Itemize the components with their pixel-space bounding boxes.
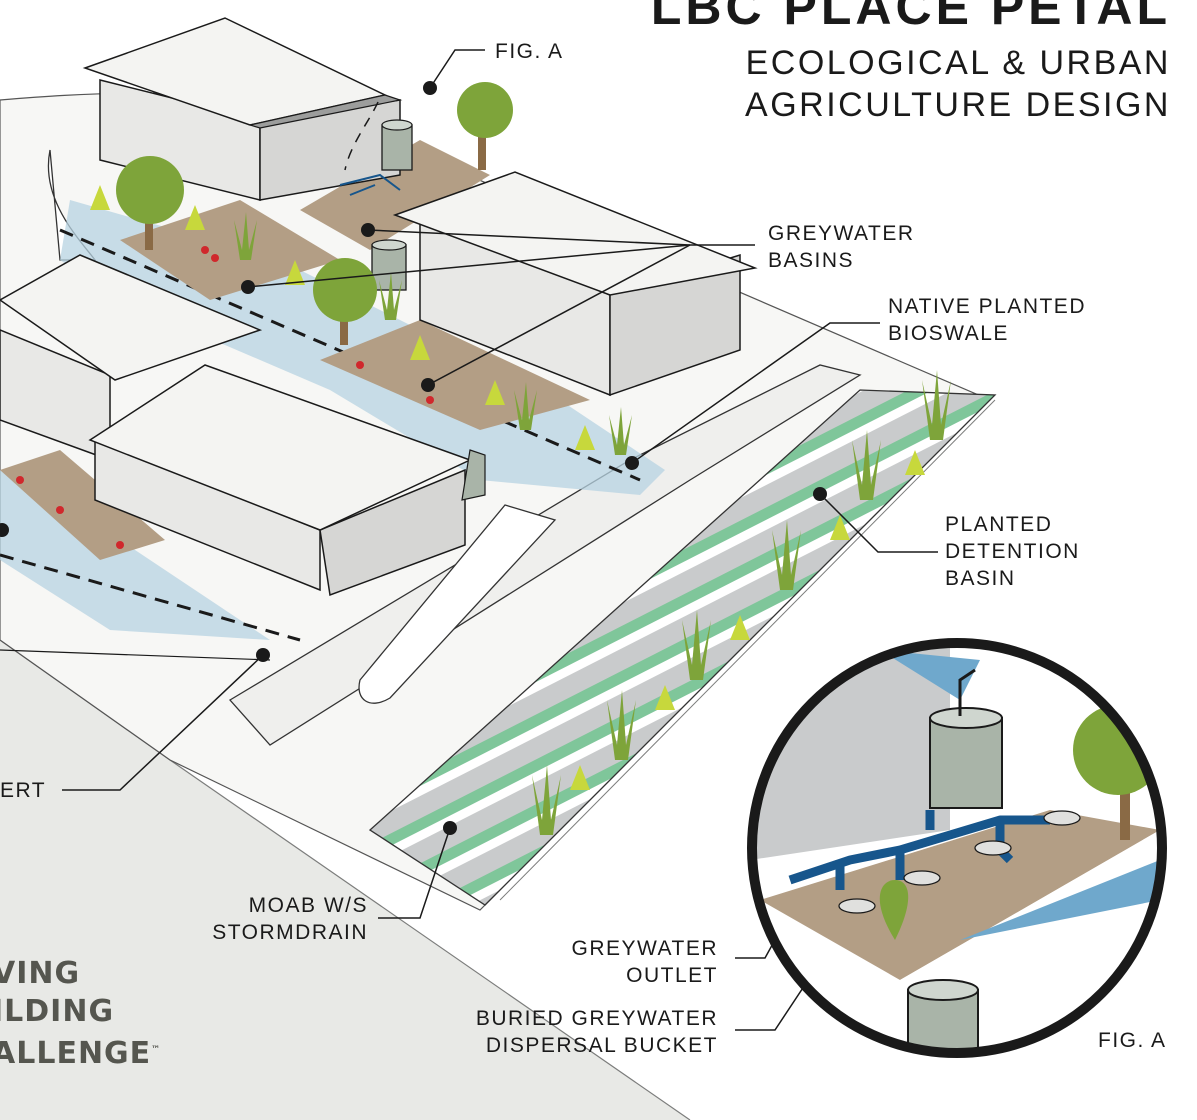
outlet-line-1: GREYWATER: [571, 937, 718, 960]
detention-line-2: DETENTION: [945, 540, 1080, 563]
bucket-line-2: DISPERSAL BUCKET: [485, 1034, 718, 1057]
fig-a-inset-label: FIG. A: [1098, 1029, 1167, 1052]
planted-detention-basin-label: PLANTED DETENTION BASIN: [945, 511, 1080, 592]
tree-1: [457, 82, 513, 170]
page-title: LBC PLACE PETAL: [650, 0, 1171, 35]
callout-dots: [0, 81, 827, 835]
buried-bucket-label: BURIED GREYWATER DISPERSAL BUCKET: [440, 1005, 718, 1059]
logo-line-3-text: ALLENGE: [0, 1036, 152, 1071]
logo-line-2: ILDING: [0, 994, 115, 1029]
greywater-basins-label: GREYWATER BASINS: [768, 220, 915, 274]
logo-line-1: VING: [0, 956, 81, 991]
house-right: [392, 171, 758, 397]
rain-tank-1: [381, 119, 413, 171]
rain-tank-2: [371, 239, 407, 291]
native-planted-bioswale-label: NATIVE PLANTED BIOSWALE: [888, 293, 1086, 347]
subtitle-line-2: AGRICULTURE DESIGN: [745, 86, 1171, 124]
greywater-pipe: [339, 173, 401, 196]
tree-2: [116, 156, 184, 250]
detention-line-3: BASIN: [945, 567, 1016, 590]
moab-stormdrain-label: MOAB W/S STORMDRAIN: [198, 892, 368, 946]
logo-trademark: ™: [151, 1045, 162, 1055]
detention-line-1: PLANTED: [945, 513, 1053, 536]
outlet-line-2: OUTLET: [626, 964, 718, 987]
bioswale-line-2: BIOSWALE: [888, 322, 1009, 345]
logo-line-3: ALLENGE™: [0, 1031, 161, 1073]
stormdrain-line-2: STORMDRAIN: [212, 921, 368, 944]
greywater-outlet-label: GREYWATER OUTLET: [540, 935, 718, 989]
planter-beds: [0, 140, 590, 560]
fig-a-inset: [747, 638, 1167, 1058]
subtitle-line-1: ECOLOGICAL & URBAN: [745, 44, 1171, 82]
living-building-challenge-logo: VING ILDING ALLENGE™: [0, 955, 161, 1073]
house-left: [0, 254, 263, 462]
curb-cut-label: ERT: [0, 779, 47, 802]
berry-plants: [16, 246, 434, 549]
house-bottom: [88, 364, 486, 597]
page-subtitle: ECOLOGICAL & URBAN AGRICULTURE DESIGN: [745, 42, 1171, 126]
greywater-basins-line-2: BASINS: [768, 249, 855, 272]
bioswale-line-1: NATIVE PLANTED: [888, 295, 1086, 318]
stormdrain-line-1: MOAB W/S: [248, 894, 368, 917]
bucket-line-1: BURIED GREYWATER: [475, 1007, 718, 1030]
tree-3: [313, 258, 377, 345]
greywater-basins-line-1: GREYWATER: [768, 222, 915, 245]
yellow-grasses: [90, 185, 925, 790]
plantings: [234, 212, 951, 835]
fig-a-callout: FIG. A: [495, 40, 564, 63]
